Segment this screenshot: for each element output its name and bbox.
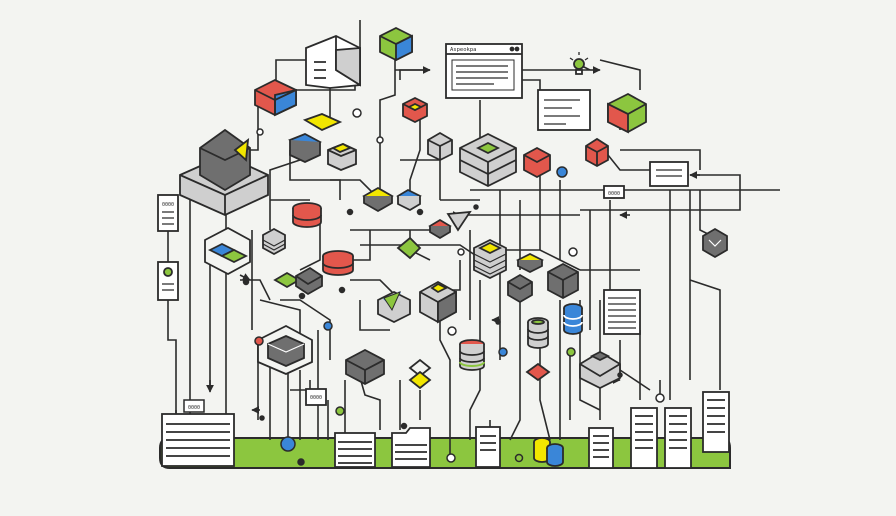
monitor-panel-right <box>649 161 689 187</box>
node-dot <box>297 458 305 466</box>
large-server-stack-left <box>179 128 269 216</box>
node-dot <box>457 248 465 256</box>
node-dot <box>446 453 456 463</box>
node-dot <box>256 128 264 136</box>
ground-server-left <box>161 413 235 467</box>
document-stack-right <box>603 289 641 335</box>
ground-server-tower-2 <box>664 407 692 469</box>
node-dot <box>376 136 384 144</box>
panel-left-bottom <box>157 261 179 301</box>
database-red <box>292 202 322 228</box>
ground-server-tower-1 <box>630 407 658 469</box>
panel-left-top-text: 0000 <box>162 202 174 208</box>
node-dot <box>495 319 501 325</box>
node-dot <box>338 286 346 294</box>
pyramid-green <box>396 236 422 260</box>
large-server-stack-center <box>459 132 517 188</box>
connector-nodes <box>242 108 665 466</box>
ground-tag-left: 0000 <box>183 399 205 413</box>
cube-gray-right <box>579 350 621 390</box>
node-dot <box>655 393 665 403</box>
node-dot-blue <box>556 166 568 178</box>
tile-green-gray <box>273 266 323 296</box>
cube-red-yellow <box>402 96 428 124</box>
tile-yellow <box>362 186 394 213</box>
cube-green-top <box>379 26 413 62</box>
ground-folder <box>391 427 431 468</box>
browser-title-text: Aspeokpa <box>450 47 477 53</box>
hex-dark-right <box>702 227 728 259</box>
node-dot <box>242 278 250 286</box>
ground-components: 0000 <box>161 391 730 469</box>
ground-server-mid-left <box>334 432 376 468</box>
node-dot-blue <box>498 347 508 357</box>
node-dot-red <box>254 336 264 346</box>
doc-panel-right-top <box>537 89 591 131</box>
ground-server-tower-3 <box>702 391 730 453</box>
node-dot <box>346 208 354 216</box>
hex-cluster-left <box>204 226 251 276</box>
cube-gray-mid <box>427 131 453 162</box>
ground-tag-left-text: 0000 <box>188 405 200 411</box>
node-dot <box>473 204 479 210</box>
tile-yellow-center <box>515 252 545 274</box>
diagram-components: Aspeokpa <box>157 26 728 406</box>
cube-red-right <box>585 137 609 168</box>
tag-mid-text: 0000 <box>310 395 322 401</box>
node-dot <box>400 422 408 430</box>
hex-server-mid-left <box>257 324 313 375</box>
lightbulb-icon <box>569 52 589 75</box>
cube-red-blue <box>254 78 297 117</box>
tag-right-text: 0000 <box>608 191 620 197</box>
node-dot-green <box>335 406 345 416</box>
node-dot <box>298 292 306 300</box>
database-stack-green <box>527 317 549 349</box>
cube-gray-mid-lower <box>345 348 385 386</box>
node-dot <box>259 415 265 421</box>
stack-yellow-small <box>288 113 357 171</box>
tile-red-small <box>428 218 452 240</box>
cube-green-red-right <box>607 92 647 134</box>
tile-blue <box>396 188 422 212</box>
node-dot-green <box>514 453 524 463</box>
stack-server-small <box>262 227 286 256</box>
ground-document-right <box>588 427 614 469</box>
cube-gray-large-center-right <box>547 262 579 300</box>
ground-database-stack <box>533 437 564 467</box>
node-dot <box>447 326 457 336</box>
triangle-marker <box>446 210 472 232</box>
database-stack-red <box>459 339 485 371</box>
node-dot <box>352 108 362 118</box>
ground-document <box>475 426 501 468</box>
node-dot-blue <box>323 321 333 331</box>
cube-yellow-gray <box>419 280 457 324</box>
server-box-top <box>305 35 361 89</box>
server-stack-yellow-center <box>473 238 507 280</box>
node-dot-green <box>566 347 576 357</box>
cube-green-check <box>377 290 411 324</box>
node-dot <box>416 208 424 216</box>
diamond-yellow-stack <box>408 358 432 390</box>
panel-left-top: 0000 <box>157 194 179 232</box>
node-dot-blue <box>280 436 296 452</box>
stack-red-discs <box>322 250 354 276</box>
cube-red-center <box>523 146 551 179</box>
cube-gray-center <box>507 273 533 304</box>
node-dot <box>617 372 623 378</box>
database-stack-blue <box>563 303 583 335</box>
tag-mid: 0000 <box>305 388 327 406</box>
tag-right: 0000 <box>603 185 625 199</box>
diamond-red-right <box>525 362 551 382</box>
node-dot <box>568 247 578 257</box>
browser-window: Aspeokpa <box>445 43 523 99</box>
